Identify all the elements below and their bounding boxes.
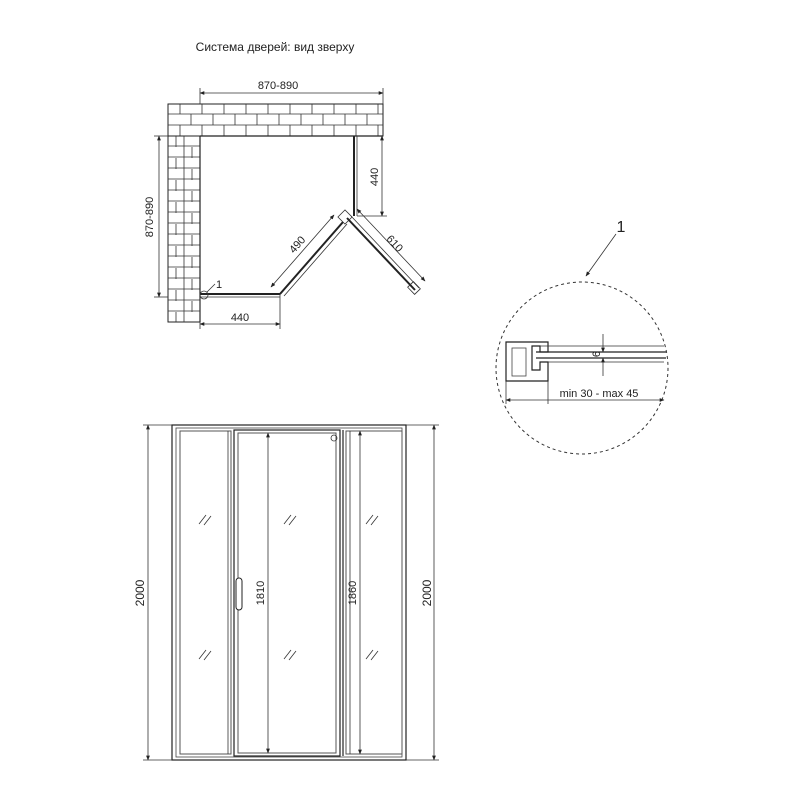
dim-door-610: 610 [356, 208, 426, 282]
dim-door-height: 1810 [255, 432, 270, 754]
dim-fixed-height: 1860 [347, 430, 362, 755]
dim-width: 870-890 [199, 80, 384, 104]
door-hinge-top [330, 434, 338, 442]
dim-height-left: 2000 [133, 424, 172, 761]
door-panel-490 [279, 221, 348, 297]
glass-reflection-marks [198, 514, 379, 661]
front-view: 2000 2000 1810 1860 [133, 424, 439, 761]
outer-frame [171, 424, 407, 761]
detail-view: 1 6 min 30 - max 45 [495, 219, 669, 455]
dim-adjust-label: min 30 - max 45 [560, 388, 639, 400]
dim-door-490: 490 [270, 214, 335, 288]
callout-marker-small: 1 [206, 279, 222, 293]
dim-height-right-label: 2000 [420, 579, 434, 606]
dim-height-right: 2000 [406, 424, 439, 761]
detail-callout-arrow [585, 233, 617, 277]
dim-depth: 870-890 [144, 135, 168, 298]
callout-marker-small-label: 1 [216, 279, 222, 291]
left-fixed-panel [200, 293, 280, 298]
dim-height-left-label: 2000 [133, 579, 147, 606]
front-right-fixed-panel [345, 430, 403, 755]
top-view-title: Система дверей: вид зверху [196, 40, 355, 54]
wall-profile [505, 341, 549, 382]
detail-circle [495, 281, 669, 455]
dim-adjust: min 30 - max 45 [505, 381, 665, 404]
top-view: Система дверей: вид зверху [144, 40, 426, 329]
dim-depth-label: 870-890 [144, 197, 156, 237]
detail-callout-label: 1 [617, 219, 626, 236]
dim-fixed-left-label: 440 [231, 312, 249, 324]
dim-fixed-height-label: 1860 [347, 581, 359, 605]
right-fixed-panel [353, 136, 358, 216]
dim-door-610-label: 610 [384, 233, 405, 255]
front-door-panel [233, 429, 344, 757]
dim-thickness: 6 [591, 334, 605, 376]
dim-width-label: 870-890 [258, 80, 298, 92]
dim-door-490-label: 490 [287, 234, 308, 256]
dim-fixed-left: 440 [199, 294, 281, 329]
front-left-fixed-panel [179, 430, 232, 755]
dim-fixed-right-label: 440 [369, 168, 381, 186]
door-handle-icon [235, 577, 243, 611]
left-brick-wall [167, 135, 201, 323]
dim-fixed-right: 440 [357, 135, 387, 217]
hinge-marker [199, 290, 209, 300]
top-brick-wall [167, 103, 384, 137]
dim-door-height-label: 1810 [255, 581, 267, 605]
door-panel-610 [346, 215, 421, 295]
dim-thickness-label: 6 [591, 351, 603, 357]
